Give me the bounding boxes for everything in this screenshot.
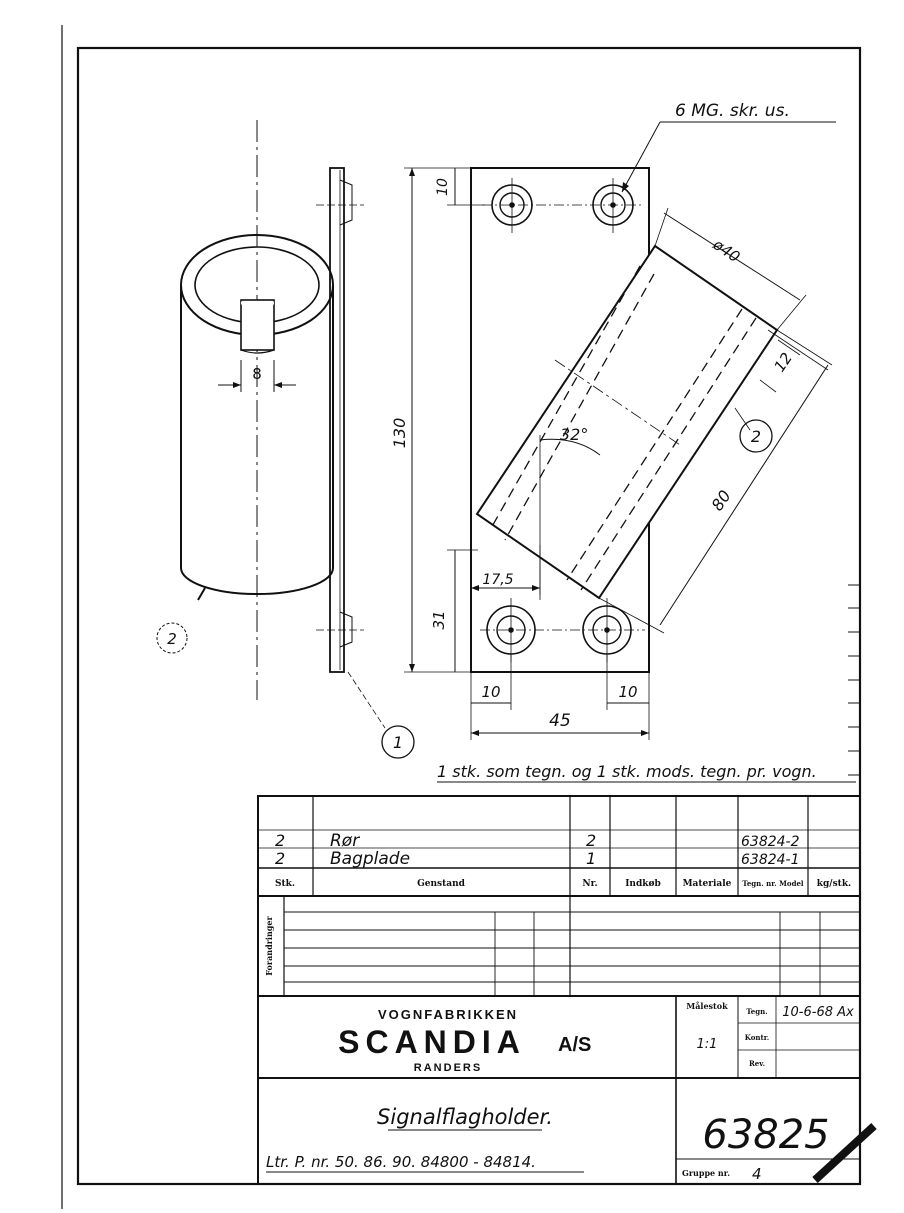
company-city: RANDERS (414, 1062, 482, 1074)
row1-tegn: 63824-2 (741, 834, 800, 850)
dim-width: 45 (549, 711, 571, 731)
drawing-number: 63825 (702, 1112, 829, 1158)
callout-part-1: 1 (393, 733, 403, 752)
revisions-block: Forandringer (257, 895, 861, 997)
quantity-note: 1 stk. som tegn. og 1 stk. mods. tegn. p… (437, 762, 817, 781)
row2-nr: 1 (586, 849, 596, 868)
dim-wall: 12 (770, 349, 796, 375)
tegn-label: Tegn. (746, 1007, 767, 1016)
row2-stk: 2 (275, 849, 285, 868)
corner-mark (812, 1123, 877, 1183)
edge-ticks (848, 584, 860, 776)
company-suffix: A/S (558, 1034, 591, 1056)
kontr-label: Kontr. (745, 1033, 769, 1042)
row2-genstand: Bagplade (330, 849, 410, 869)
header-nr: Nr. (582, 879, 597, 889)
plate-front-view: 32° ø40 12 80 2 130 10 31 (390, 101, 836, 740)
company-name: SCANDIA (338, 1024, 526, 1060)
tegn-value: 10-6-68 Ax (782, 1005, 854, 1020)
title-block: VOGNFABRIKKEN SCANDIA A/S RANDERS Målest… (257, 995, 877, 1185)
rev-label: Rev. (749, 1059, 765, 1068)
dim-top-offset: 10 (435, 178, 451, 196)
dim-bottom-offset: 31 (430, 610, 448, 629)
callout-part-2: 2 (751, 427, 761, 446)
header-materiale: Materiale (683, 879, 732, 889)
header-tegn-model: Tegn. nr. Model (742, 879, 803, 888)
reference-number: Ltr. P. nr. 50. 86. 90. 84800 - 84814. (266, 1153, 536, 1171)
dim-left-edge: 10 (481, 683, 500, 701)
scale-label: Målestok (686, 1001, 728, 1011)
dim-side-offset: 17,5 (482, 572, 513, 588)
screw-note: 6 MG. skr. us. (675, 101, 790, 121)
row2-tegn: 63824-1 (741, 852, 800, 868)
callout-part-2b: 2 (167, 630, 177, 648)
drawing-title: Signalflagholder. (377, 1105, 553, 1129)
dim-length: 80 (708, 487, 735, 515)
row1-genstand: Rør (330, 831, 360, 851)
revisions-label: Forandringer (264, 916, 274, 976)
scale-value: 1:1 (697, 1037, 718, 1052)
plate-side-view (316, 167, 364, 673)
dim-slot: 8 (252, 365, 262, 383)
parts-list: 2 Rør 2 63824-2 2 Bagplade 1 63824-1 Stk… (257, 795, 861, 897)
dim-right-edge: 10 (618, 683, 637, 701)
header-stk: Stk. (275, 879, 295, 889)
group-label: Gruppe nr. (682, 1168, 730, 1178)
row1-nr: 2 (586, 831, 596, 850)
header-genstand: Genstand (417, 879, 466, 889)
header-kg: kg/stk. (817, 879, 851, 889)
row1-stk: 2 (275, 831, 285, 850)
company-top: VOGNFABRIKKEN (378, 1007, 518, 1022)
dim-height: 130 (390, 418, 409, 449)
dim-angle: 32° (560, 425, 588, 444)
dim-diameter: ø40 (709, 235, 743, 266)
header-indkob: Indkøb (625, 879, 661, 889)
tube-view: 8 (180, 120, 334, 700)
group-value: 4 (752, 1165, 762, 1183)
